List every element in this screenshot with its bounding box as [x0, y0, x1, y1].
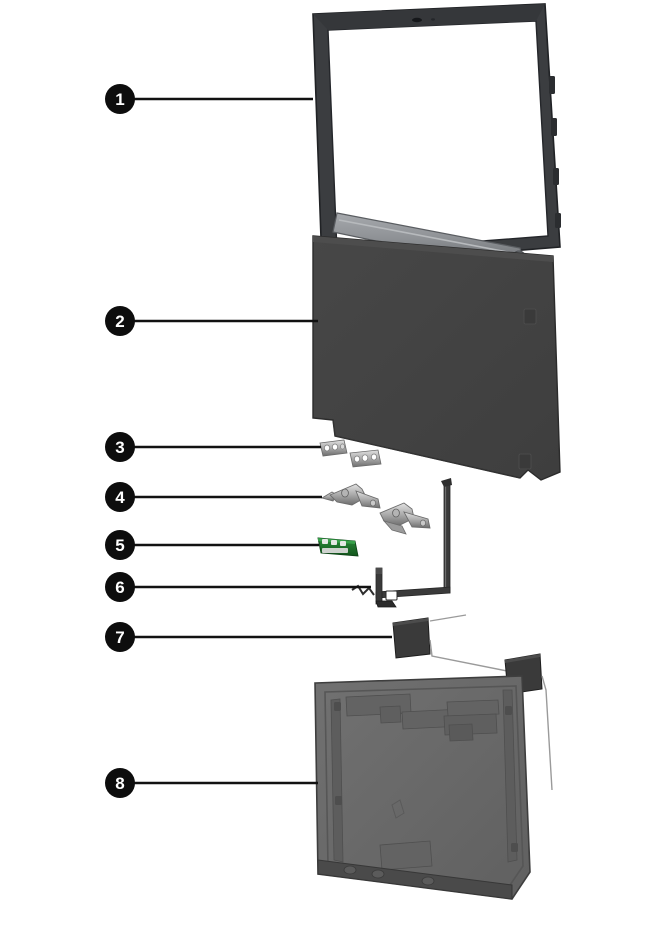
callout-3-number: 3	[115, 438, 124, 457]
bezel-tab-right-3	[553, 168, 559, 185]
bracket-right	[349, 449, 382, 468]
back-cover-hinge-seat-left	[343, 865, 357, 875]
callout-4-circle	[105, 482, 135, 512]
callout-3: 3	[105, 432, 135, 462]
back-cover-rib-left	[330, 698, 344, 863]
callout-4-number: 4	[115, 488, 125, 507]
hinge-right-screw-hole	[420, 519, 426, 527]
back-cover-boss-bottom-right	[511, 843, 518, 852]
microphone-aperture-icon	[431, 18, 435, 21]
display-cable-connector-tab	[385, 590, 398, 601]
display-cable-top-tip	[441, 478, 452, 487]
back-cover-pocket-right-small	[448, 723, 474, 742]
callout-1-circle	[105, 84, 135, 114]
hinge-left-bracket	[355, 490, 381, 509]
back-cover-inner-rim	[324, 685, 524, 889]
hinge-left-pivot	[341, 488, 349, 498]
callout-leader-lines	[133, 97, 392, 785]
back-cover-hinge-seat-mid	[371, 869, 385, 879]
part-display-hinges	[320, 483, 431, 535]
display-panel-top-edge	[313, 236, 553, 262]
display-cable-connector	[375, 600, 397, 608]
back-cover-pocket-top-mid	[379, 705, 402, 724]
antenna-right-wire	[541, 675, 553, 791]
part-display-panel-brackets	[319, 439, 382, 468]
callout-2-number: 2	[115, 312, 124, 331]
callout-6: 6	[105, 572, 135, 602]
callout-7-circle	[105, 622, 135, 652]
part-wlan-antennas	[392, 614, 553, 791]
callout-7: 7	[105, 622, 135, 652]
bracket-left-hole-1	[324, 444, 330, 452]
bezel-top-rail	[313, 4, 545, 30]
callout-7-number: 7	[115, 628, 124, 647]
part-display-bezel	[312, 3, 561, 271]
hinge-right-foot	[382, 520, 407, 535]
back-cover-rib-right	[502, 689, 518, 863]
display-panel-face	[312, 235, 561, 481]
callout-6-circle	[105, 572, 135, 602]
callout-5-number: 5	[115, 536, 124, 555]
callout-2: 2	[105, 306, 135, 336]
camera-module-connector	[322, 548, 348, 553]
callout-bubbles: 1 2 3 4 5 6 7	[105, 84, 135, 798]
callout-3-circle	[105, 432, 135, 462]
part-display-back-cover	[314, 675, 531, 900]
callout-2-circle	[105, 306, 135, 336]
bracket-right-hole-1	[354, 455, 360, 463]
back-cover-pocket-bottom-center	[379, 840, 433, 871]
callout-8: 8	[105, 768, 135, 798]
callout-5-circle	[105, 530, 135, 560]
callout-8-number: 8	[115, 774, 124, 793]
hinge-left	[320, 483, 381, 509]
display-panel-tab-lower	[518, 453, 532, 470]
antenna-left-wire	[429, 639, 523, 675]
back-cover-boss-mid-left	[335, 796, 342, 805]
part-camera-microphone-module	[317, 537, 359, 557]
part-display-cable	[351, 478, 452, 608]
callout-1-number: 1	[115, 90, 124, 109]
antenna-right-pad-edge	[505, 654, 540, 663]
back-cover-bottom-rail	[317, 859, 513, 900]
back-cover-boss-top-left	[334, 702, 341, 711]
hinge-right-pivot	[392, 508, 400, 518]
callout-6-number: 6	[115, 578, 124, 597]
antenna-left-wire-upper	[429, 614, 467, 622]
bracket-left-hole-2	[332, 443, 338, 451]
camera-module-component-3	[340, 541, 346, 546]
back-cover-pocket-top-right	[446, 699, 500, 717]
back-cover-boss-top-right	[505, 706, 512, 715]
callout-1: 1	[105, 84, 135, 114]
display-panel-tab-upper	[523, 308, 537, 325]
part-display-panel	[312, 235, 561, 481]
camera-module-component-1	[322, 539, 328, 544]
display-cable-elbow	[376, 568, 382, 574]
callout-5: 5	[105, 530, 135, 560]
callout-4: 4	[105, 482, 135, 512]
back-cover-hinge-seat-right	[421, 876, 435, 886]
bracket-right-hole-2	[361, 454, 369, 462]
bracket-right-hole-3	[371, 453, 377, 461]
hinge-right	[379, 502, 431, 535]
camera-aperture-icon	[412, 17, 422, 23]
bracket-left	[319, 439, 348, 457]
antenna-left-pad-edge	[393, 618, 428, 626]
back-cover-logo-ghost	[391, 799, 405, 819]
callout-8-circle	[105, 768, 135, 798]
hinge-right-bracket	[403, 511, 431, 529]
camera-module-component-2	[331, 540, 337, 545]
bezel-tab-right-4	[555, 213, 561, 228]
bezel-hinge-cover-highlight	[338, 219, 519, 255]
hinge-left-screw-hole	[370, 499, 376, 507]
bezel-tab-right-1	[549, 76, 555, 94]
bezel-tab-right-2	[551, 118, 557, 136]
back-cover-pocket-top-left	[345, 693, 412, 717]
display-panel-notch	[332, 419, 521, 479]
bracket-left-hole-3	[340, 443, 345, 450]
